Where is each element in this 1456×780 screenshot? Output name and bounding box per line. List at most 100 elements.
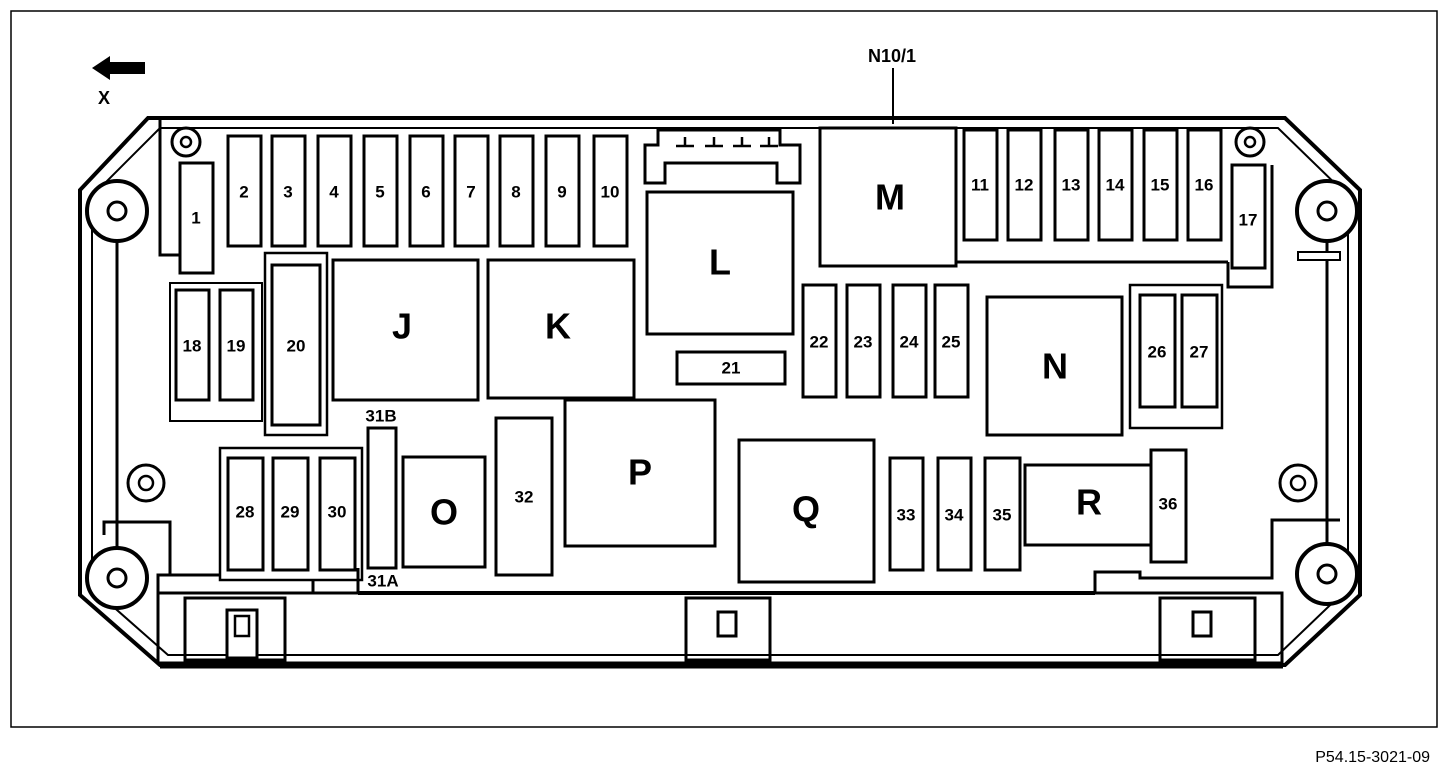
fuse-label: 23 — [854, 333, 873, 352]
fuse-label: 31A — [367, 572, 398, 591]
relay-label: M — [875, 177, 905, 218]
connector-latch-icon — [716, 610, 738, 638]
fuse-label: 8 — [511, 183, 520, 202]
fuse-label: 14 — [1106, 176, 1125, 195]
relay-r — [1023, 463, 1155, 547]
fuse-25 — [933, 283, 970, 399]
screw-icon — [126, 463, 166, 503]
relay-o — [401, 455, 487, 569]
fuse-label: 12 — [1015, 176, 1034, 195]
connector-slot — [1158, 596, 1257, 662]
connector-latch-icon — [1191, 610, 1213, 638]
fuse-label: 3 — [283, 183, 292, 202]
fuse-18 — [174, 288, 211, 402]
fuse-15 — [1142, 128, 1179, 242]
relay-k — [486, 258, 636, 400]
plug-connector-icon — [643, 128, 802, 185]
fuse-label: 29 — [281, 503, 300, 522]
fuse-label: 34 — [945, 506, 964, 525]
fuse-32 — [494, 416, 554, 577]
screw-icon — [170, 126, 202, 158]
fuse-label: 22 — [810, 333, 829, 352]
fuse-22 — [801, 283, 838, 399]
fuse-19 — [218, 288, 255, 402]
relay-label: R — [1076, 482, 1102, 523]
fuse-label: 4 — [329, 183, 339, 202]
relay-n — [985, 295, 1124, 437]
relay-label: L — [709, 242, 731, 283]
mount-bolt-icon — [1295, 179, 1359, 243]
fuse-11 — [962, 128, 999, 242]
relay-label: J — [392, 306, 412, 347]
right-corner-bracket — [1093, 518, 1340, 593]
fuse-label: 24 — [900, 333, 919, 352]
fuse-label: 32 — [515, 488, 534, 507]
fuse-27 — [1180, 293, 1219, 409]
fuse-label: 33 — [897, 506, 916, 525]
fuse-16 — [1186, 128, 1223, 242]
connector-slot — [684, 596, 772, 662]
relay-label: Q — [792, 489, 820, 530]
fuse-label: 30 — [328, 503, 347, 522]
left-corner-bracket — [102, 520, 172, 578]
fuse-28 — [226, 456, 265, 572]
fuse-2 — [226, 134, 263, 248]
fuse-5 — [362, 134, 399, 248]
fuse-label: 31B — [365, 407, 396, 426]
fuse-label: 6 — [421, 183, 430, 202]
direction-arrow-icon — [92, 56, 145, 80]
fuse-8 — [498, 134, 535, 248]
right-top-bracket — [1226, 165, 1274, 289]
fuse-12 — [1006, 128, 1043, 242]
left-top-bracket — [158, 118, 180, 257]
mount-bolt-icon — [85, 179, 149, 243]
fuse-14 — [1097, 128, 1134, 242]
fuse-30 — [318, 456, 357, 572]
housing-outline — [78, 116, 1362, 667]
screw-icon — [1278, 463, 1318, 503]
fuse-label: 9 — [557, 183, 566, 202]
fuse-29 — [271, 456, 310, 572]
fuse-label: 7 — [466, 183, 475, 202]
fuse-label: 28 — [236, 503, 255, 522]
fuse-label: 26 — [1148, 343, 1167, 362]
module-label: N10/1 — [868, 46, 916, 66]
fuse-7 — [453, 134, 490, 248]
right-rail-clip — [1297, 251, 1341, 261]
figure-reference: P54.15-3021-09 — [1315, 749, 1430, 766]
relay-j — [331, 258, 480, 402]
fuse-label: 18 — [183, 337, 202, 356]
mount-bolt-icon — [1295, 542, 1359, 606]
fuse-10 — [592, 134, 629, 248]
fuse-label: 35 — [993, 506, 1012, 525]
fuse-label: 11 — [971, 176, 989, 195]
fuse-34 — [936, 456, 973, 572]
connector-latch-icon — [233, 614, 251, 638]
relay-q — [737, 438, 876, 584]
screw-icon — [1234, 126, 1266, 158]
fuse-3 — [270, 134, 307, 248]
fuse-label: 2 — [239, 183, 248, 202]
fuse-label: 1 — [191, 209, 200, 228]
fuse-1 — [178, 161, 215, 275]
fuse-label: 5 — [375, 183, 384, 202]
fuse-33 — [888, 456, 925, 572]
fuse-13 — [1053, 128, 1090, 242]
relay-l — [645, 190, 795, 336]
fuse-35 — [983, 456, 1022, 572]
fuse-label: 25 — [942, 333, 961, 352]
relay-m — [818, 126, 958, 268]
relay-label: K — [545, 306, 571, 347]
fuse-21 — [675, 350, 787, 386]
connector-slot — [183, 596, 287, 662]
diagram-frame — [10, 10, 1438, 728]
fuse-36 — [1149, 448, 1188, 564]
fuse-label: 21 — [722, 359, 741, 378]
relay-p — [563, 398, 717, 548]
fuse-26 — [1138, 293, 1177, 409]
housing-inner-outline — [91, 127, 1349, 656]
fuse-23 — [845, 283, 882, 399]
relay-label: N — [1042, 346, 1068, 387]
fuse-31 — [366, 426, 398, 570]
fuse-label: 36 — [1159, 495, 1178, 514]
